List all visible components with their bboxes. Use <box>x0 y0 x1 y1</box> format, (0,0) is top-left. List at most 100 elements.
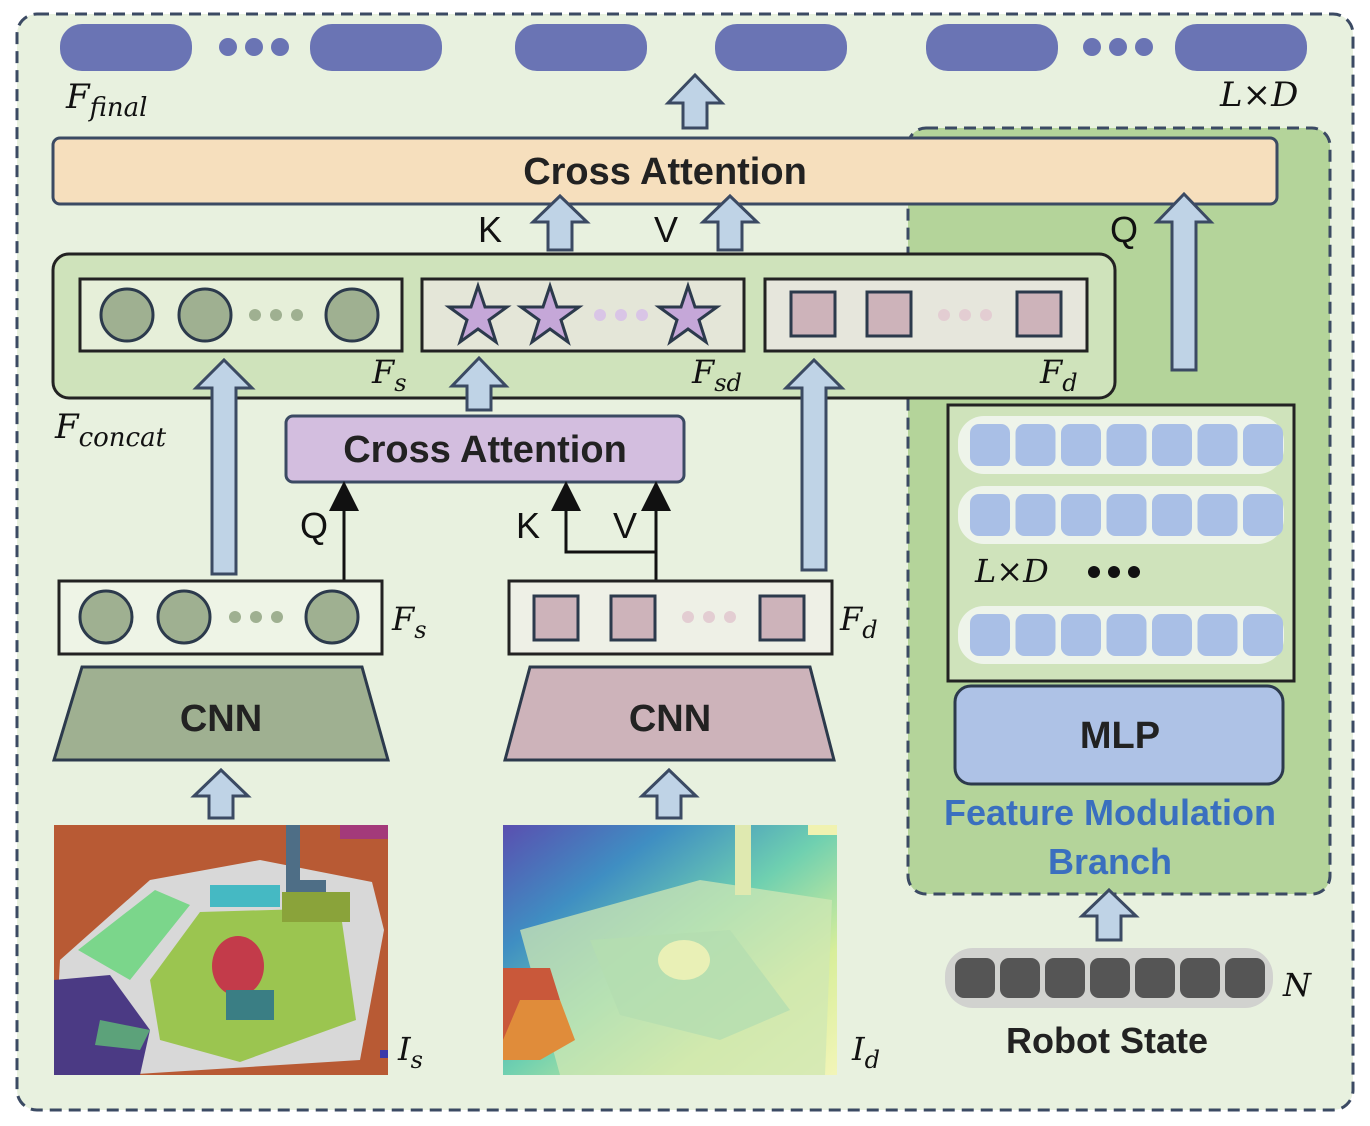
f-final-label: Ffinal <box>65 77 148 123</box>
robot-n-label: N <box>1282 966 1312 1004</box>
ellipsis-dot <box>291 309 303 321</box>
modulation-token <box>1061 424 1101 466</box>
concat-fd-label: Fd <box>1039 353 1078 397</box>
robot-state-token <box>1180 958 1220 998</box>
top-cross-attention-box <box>51 136 1279 206</box>
depth-node <box>865 290 913 338</box>
depth-node <box>789 290 837 338</box>
star-icon <box>516 281 584 346</box>
modulation-token <box>1061 614 1101 656</box>
kv-arrow-line <box>551 481 658 580</box>
ellipsis-dot <box>270 309 282 321</box>
modulation-token <box>1152 494 1192 536</box>
modulation-token <box>1243 614 1283 656</box>
ellipsis-dot <box>1083 38 1101 56</box>
robot-state-token <box>1045 958 1085 998</box>
top-v-label: V <box>654 209 678 250</box>
arrow-up-icon <box>782 357 846 572</box>
mid-v-label: V <box>613 505 637 546</box>
depth-feature-label: Fd <box>839 600 878 644</box>
modulation-token <box>970 614 1010 656</box>
modulation-token <box>1197 424 1238 466</box>
output-dims-label: L×D <box>1219 75 1298 115</box>
output-token <box>1175 24 1307 71</box>
mid-cross-attention-title: Cross Attention <box>343 429 627 471</box>
ellipsis-dot <box>636 309 648 321</box>
f-concat-label: Fconcat <box>54 407 167 453</box>
arrow-up-icon <box>638 767 700 820</box>
robot-state-title: Robot State <box>1006 1020 1208 1061</box>
semantic-image-label: Is <box>397 1030 423 1074</box>
output-token <box>926 24 1058 71</box>
semantic-cnn-label: CNN <box>180 698 262 740</box>
modulation-token <box>1243 424 1283 466</box>
modulation-token <box>1106 424 1147 466</box>
ellipsis-dot <box>938 309 950 321</box>
ellipsis-dot <box>249 309 261 321</box>
modulation-token <box>1152 424 1192 466</box>
modulation-token <box>1106 494 1147 536</box>
top-cross-attention-title: Cross Attention <box>523 151 807 193</box>
modulation-token <box>970 424 1010 466</box>
modulation-token <box>1015 424 1056 466</box>
ellipsis-dot <box>959 309 971 321</box>
ellipsis-dot <box>615 309 627 321</box>
robot-state-token <box>1225 958 1265 998</box>
depth-node <box>1015 290 1063 338</box>
arrow-up-icon <box>190 767 252 820</box>
modulation-token <box>970 494 1010 536</box>
output-token <box>715 24 847 71</box>
semantic-node <box>156 589 212 645</box>
concat-fsd-nodes <box>444 281 722 346</box>
modulation-token <box>1197 494 1238 536</box>
output-token <box>515 24 647 71</box>
depth-image-label: Id <box>851 1030 880 1074</box>
token-rows <box>958 416 1284 664</box>
modulation-token <box>1106 614 1147 656</box>
modulation-token <box>1015 614 1056 656</box>
ellipsis-dot <box>219 38 237 56</box>
branch-title-line2: Branch <box>1048 841 1172 882</box>
ellipsis-dot <box>594 309 606 321</box>
arrow-up-icon <box>192 357 256 576</box>
arrow-up-icon <box>699 193 761 252</box>
semantic-node <box>177 287 233 343</box>
semantic-node <box>324 287 380 343</box>
ellipsis-dot <box>1088 566 1100 578</box>
mid-cross-attention-box <box>284 414 686 484</box>
semantic-node <box>78 589 134 645</box>
modulation-token <box>1152 614 1192 656</box>
ellipsis-dot <box>271 611 283 623</box>
arrow-up-icon <box>1153 191 1215 372</box>
arrow-up-icon <box>529 193 591 252</box>
concat-fs-label: Fs <box>371 353 407 397</box>
star-icon <box>654 281 722 346</box>
robot-state-token <box>1090 958 1130 998</box>
ellipsis-dot <box>703 611 715 623</box>
robot-state-token <box>1135 958 1175 998</box>
robot-state-tokens <box>955 958 1265 998</box>
depth-node <box>609 594 657 642</box>
ellipsis-dot <box>245 38 263 56</box>
arrow-up-icon <box>1078 887 1140 942</box>
depth-cnn-label: CNN <box>629 698 711 740</box>
depth-cnn-block <box>503 665 836 762</box>
modulation-token <box>1015 494 1056 536</box>
robot-state-token <box>955 958 995 998</box>
ellipsis-dot <box>229 611 241 623</box>
concat-fd-nodes <box>789 290 1063 338</box>
semantic-cnn-block <box>51 665 390 762</box>
modulation-token <box>1197 614 1238 656</box>
modulation-token <box>1243 494 1283 536</box>
star-icon <box>444 281 512 346</box>
mid-k-label: K <box>516 505 540 546</box>
segmentation-image-icon <box>54 825 388 1075</box>
ellipsis-dot <box>1135 38 1153 56</box>
top-k-label: K <box>478 209 502 250</box>
ellipsis-dot <box>1108 566 1120 578</box>
ellipsis-dot <box>1128 566 1140 578</box>
modulation-token <box>1061 494 1101 536</box>
mid-q-label: Q <box>300 505 328 546</box>
ellipsis-dot <box>724 611 736 623</box>
